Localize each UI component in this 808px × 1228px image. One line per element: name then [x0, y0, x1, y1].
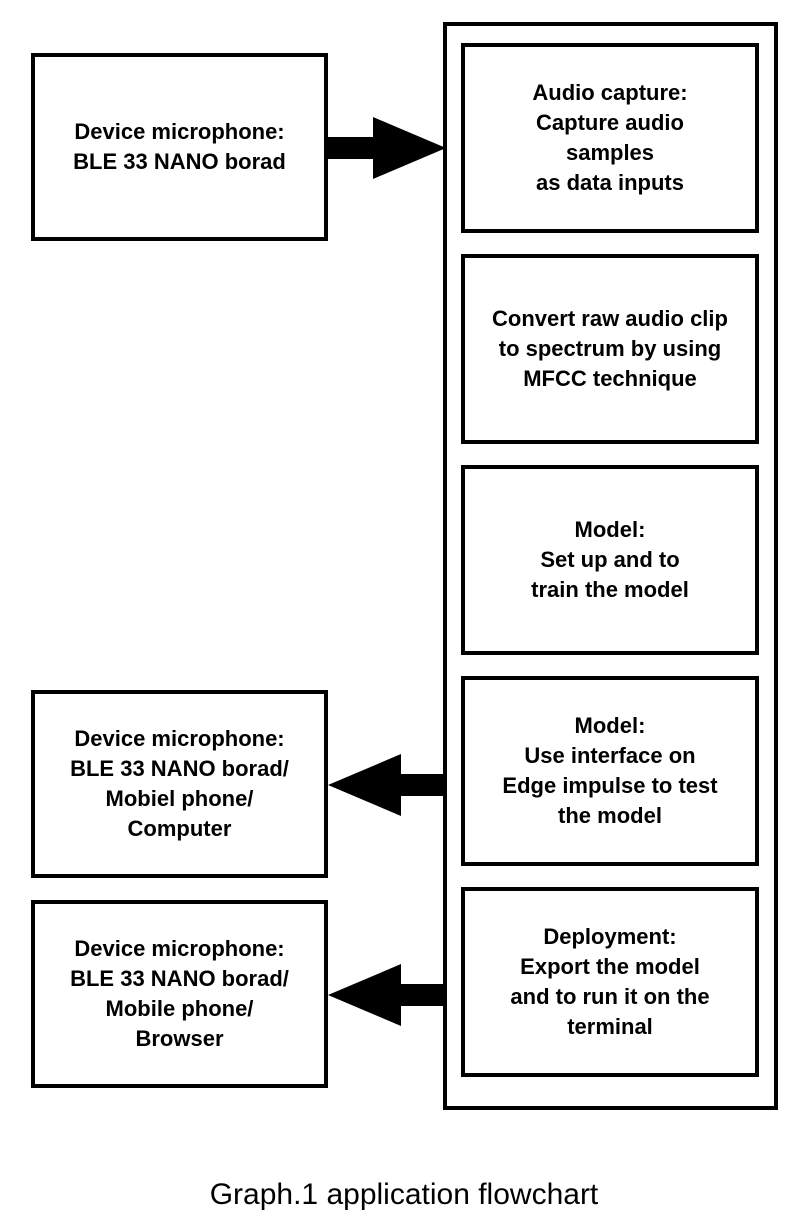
step-5-line-1: Deployment: [543, 924, 677, 949]
step-2-line-2: to spectrum by using [498, 336, 722, 361]
test-device-line-3: Mobiel phone/ [105, 786, 254, 811]
pipeline-container [443, 22, 778, 1110]
step-5-line-4: terminal [567, 1014, 653, 1039]
step-4-line-4: the model [558, 803, 662, 828]
step-2-line-3: MFCC technique [523, 366, 697, 391]
deploy-device-box: Device microphone: BLE 33 NANO borad/ Mo… [31, 900, 328, 1088]
step-2-line-1: Convert raw audio clip [492, 306, 728, 331]
step-audio-capture: Audio capture: Capture audio samples as … [461, 43, 759, 233]
deploy-device-line-4: Browser [135, 1026, 224, 1051]
deploy-device-line-3: Mobile phone/ [105, 996, 254, 1021]
test-device-line-1: Device microphone: [74, 726, 285, 751]
step-5-line-3: and to run it on the [510, 984, 710, 1009]
input-device-line-2: BLE 33 NANO borad [73, 149, 286, 174]
step-5-line-2: Export the model [520, 954, 700, 979]
step-1-line-2: Capture audio [536, 110, 684, 135]
step-4-line-3: Edge impulse to test [502, 773, 718, 798]
deploy-device-line-1: Device microphone: [74, 936, 285, 961]
step-3-line-2: Set up and to [540, 547, 680, 572]
arrow-input-to-pipeline [328, 117, 446, 179]
step-model-testing: Model: Use interface on Edge impulse to … [461, 676, 759, 866]
figure-caption: Graph.1 application flowchart [209, 1178, 599, 1211]
step-mfcc-conversion: Convert raw audio clip to spectrum by us… [461, 254, 759, 444]
step-3-line-3: train the model [531, 577, 689, 602]
test-device-box: Device microphone: BLE 33 NANO borad/ Mo… [31, 690, 328, 878]
step-4-line-2: Use interface on [524, 743, 696, 768]
step-1-line-3: samples [565, 140, 655, 165]
test-device-line-2: BLE 33 NANO borad/ [70, 756, 289, 781]
step-1-line-4: as data inputs [536, 170, 684, 195]
input-device-box: Device microphone: BLE 33 NANO borad [31, 53, 328, 241]
arrow-pipeline-to-deploy-device [328, 964, 446, 1026]
step-3-line-1: Model: [574, 517, 646, 542]
step-1-line-1: Audio capture: [532, 80, 688, 105]
step-4-line-1: Model: [574, 713, 646, 738]
deploy-device-line-2: BLE 33 NANO borad/ [70, 966, 289, 991]
test-device-line-4: Computer [127, 816, 232, 841]
step-model-training: Model: Set up and to train the model [461, 465, 759, 655]
step-deployment: Deployment: Export the model and to run … [461, 887, 759, 1077]
arrow-pipeline-to-test-device [328, 754, 446, 816]
input-device-line-1: Device microphone: [74, 119, 285, 144]
